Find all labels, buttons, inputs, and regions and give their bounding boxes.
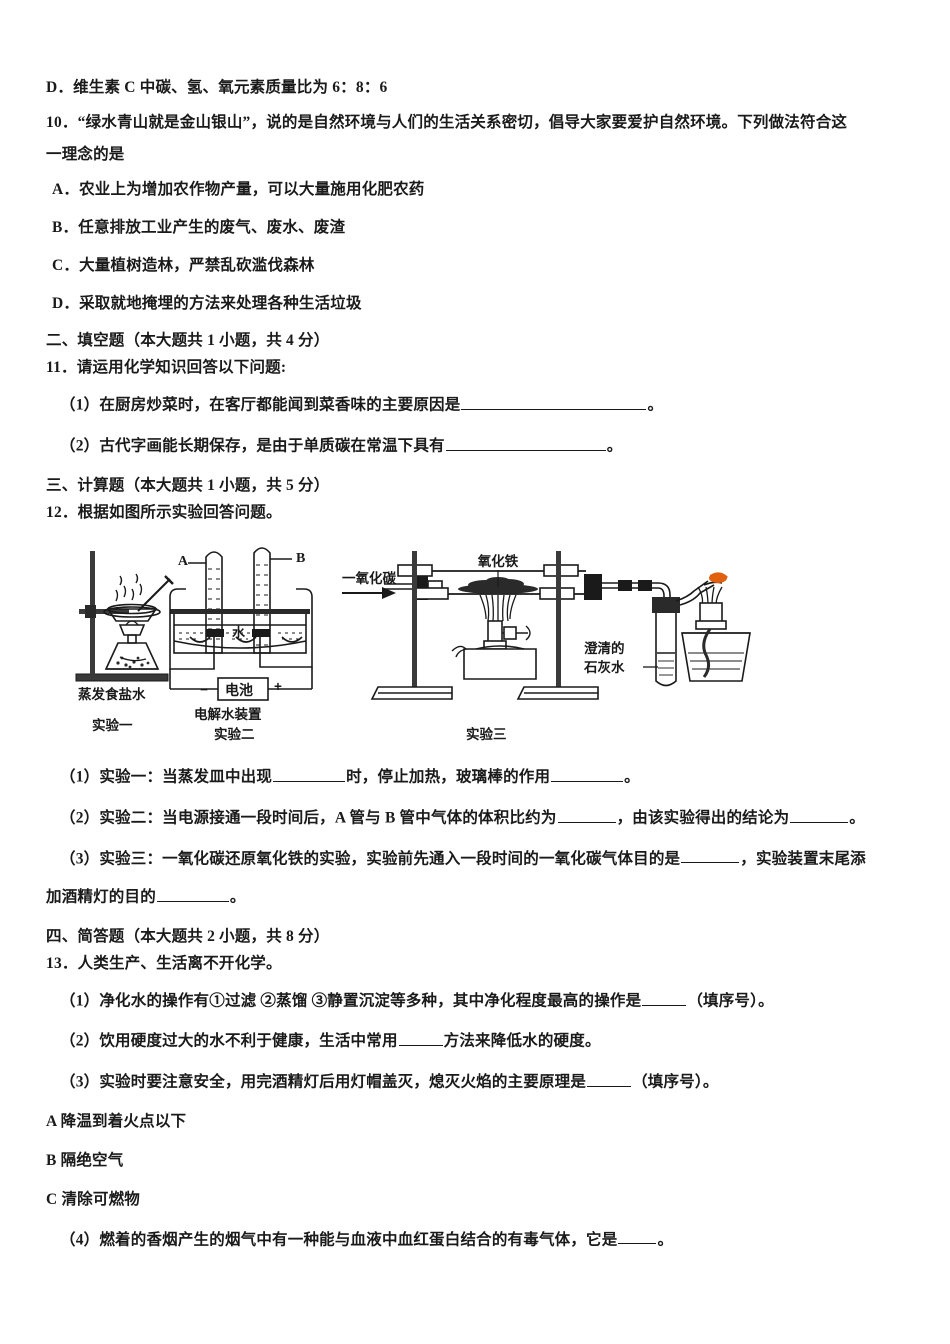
question-13-choice-a: A 降温到着火点以下 xyxy=(46,1112,187,1130)
question-10-option-b: B．任意排放工业产生的废气、废水、废渣 xyxy=(52,218,346,236)
section-2-header: 二、填空题（本大题共 1 小题，共 4 分） xyxy=(46,332,330,350)
question-12-sub-3-text-a: （3）实验三：一氧化碳还原氧化铁的实验，实验前先通入一段时间的一氧化碳气体目的是 xyxy=(60,850,681,868)
question-13-sub-1: （1）净化水的操作有①过滤 ②蒸馏 ③静置沉淀等多种，其中净化程度最高的操作是 （… xyxy=(46,990,918,1013)
question-13-sub-1-text-b: （填序号）。 xyxy=(687,992,774,1010)
question-11-sub-2-period: 。 xyxy=(606,437,623,455)
experiment-figure: 蒸发食盐水 实验一 xyxy=(46,541,918,756)
question-11-sub-1: （1）在厨房炒菜时，在客厅都能闻到菜香味的主要原因是 。 xyxy=(46,394,918,417)
exp3-limewater-label-2: 石灰水 xyxy=(583,659,625,675)
answer-blank[interactable] xyxy=(681,848,740,864)
exp3-flame xyxy=(709,572,728,584)
question-13-sub-1-text-a: （1）净化水的操作有①过滤 ②蒸馏 ③静置沉淀等多种，其中净化程度最高的操作是 xyxy=(60,992,642,1010)
question-11-sub-1-period: 。 xyxy=(647,397,664,415)
exp3-inlet-label: 一氧化碳 xyxy=(342,570,396,586)
question-12-sub-1: （1）实验一：当蒸发皿中出现 时，停止加热，玻璃棒的作用 。 xyxy=(46,766,918,789)
answer-blank[interactable] xyxy=(551,766,624,783)
answer-blank[interactable] xyxy=(618,1229,657,1245)
exp2-minus-label: − xyxy=(200,682,208,697)
question-13-sub-4-text-a: （4）燃着的香烟产生的烟气中有一种能与血液中血红蛋白结合的有毒气体，它是 xyxy=(60,1231,618,1249)
exp2-tube-a-label: A xyxy=(178,554,189,569)
answer-blank[interactable] xyxy=(587,1071,632,1087)
question-10-stem-line2: 一理念的是 xyxy=(46,145,125,163)
answer-blank[interactable] xyxy=(156,886,229,903)
exp2-caption: 实验二 xyxy=(214,726,255,742)
exp3-apparatus xyxy=(342,551,751,701)
exp2-plus-label: + xyxy=(274,679,282,694)
question-12-sub-2: （2）实验二：当电源接通一段时间后，A 管与 B 管中气体的体积比约为 ，由该实验… xyxy=(46,807,918,830)
question-12-sub-1-text-b: 时，停止加热，玻璃棒的作用 xyxy=(346,769,551,787)
exp2-battery-label: 电池 xyxy=(225,682,253,698)
answer-blank[interactable] xyxy=(642,990,687,1006)
answer-blank[interactable] xyxy=(461,394,647,411)
exp1-caption: 实验一 xyxy=(92,717,133,733)
exp2-water-label: 水 xyxy=(232,625,246,640)
question-12-sub-2-text-b: ，由该实验得出的结论为 xyxy=(616,809,790,827)
question-13-choice-c: C 清除可燃物 xyxy=(46,1190,140,1208)
question-13-stem: 13．人类生产、生活离不开化学。 xyxy=(46,954,282,972)
exp2-tube-b-label: B xyxy=(296,551,305,566)
question-13-sub-3: （3）实验时要注意安全，用完酒精灯后用灯帽盖灭，熄灭火焰的主要原理是 （填序号）。 xyxy=(46,1071,918,1094)
page-content: D．维生素 C 中碳、氢、氧元素质量比为 6：8：6 10．“绿水青山就是金山银… xyxy=(46,78,918,1269)
question-13-sub-3-text-b: （填序号）。 xyxy=(632,1073,719,1091)
exp1-device-label: 蒸发食盐水 xyxy=(78,686,146,702)
section-3-header: 三、计算题（本大题共 1 小题，共 5 分） xyxy=(46,476,330,494)
question-13-sub-2-text-b: 方法来降低水的硬度。 xyxy=(443,1033,601,1051)
question-12-sub-3-text-b: ，实验装置末尾添 xyxy=(740,850,866,868)
question-12-sub-1-period: 。 xyxy=(624,769,640,787)
answer-blank[interactable] xyxy=(790,807,849,823)
question-11-sub-2: （2）古代字画能长期保存，是由于单质碳在常温下具有 。 xyxy=(46,435,918,458)
question-13-sub-4: （4）燃着的香烟产生的烟气中有一种能与血液中血红蛋白结合的有毒气体，它是 。 xyxy=(46,1229,918,1252)
question-9-option-d: D．维生素 C 中碳、氢、氧元素质量比为 6：8：6 xyxy=(46,79,388,96)
question-10-option-d: D．采取就地掩埋的方法来处理各种生活垃圾 xyxy=(52,294,362,312)
question-12-sub-2-text-a: （2）实验二：当电源接通一段时间后，A 管与 B 管中气体的体积比约为 xyxy=(60,809,557,827)
question-12-sub-3-line1: （3）实验三：一氧化碳还原氧化铁的实验，实验前先通入一段时间的一氧化碳气体目的是… xyxy=(46,848,918,871)
answer-blank[interactable] xyxy=(445,435,606,451)
question-13-sub-2-text-a: （2）饮用硬度过大的水不利于健康，生活中常用 xyxy=(60,1033,398,1051)
answer-blank[interactable] xyxy=(557,807,616,823)
question-10-option-a: A．农业上为增加农作物产量，可以大量施用化肥农药 xyxy=(52,180,425,198)
question-13-choice-b: B 隔绝空气 xyxy=(46,1151,124,1169)
question-13-sub-3-text-a: （3）实验时要注意安全，用完酒精灯后用灯帽盖灭，熄灭火焰的主要原理是 xyxy=(60,1073,587,1091)
question-10-option-c: C．大量植树造林，严禁乱砍滥伐森林 xyxy=(52,256,315,274)
question-12-sub-3-line2: 加酒精灯的目的 。 xyxy=(46,886,918,909)
exp3-limewater-label-1: 澄清的 xyxy=(584,640,625,656)
question-11-sub-2-text: （2）古代字画能长期保存，是由于单质碳在常温下具有 xyxy=(60,437,445,455)
question-12-stem: 12．根据如图所示实验回答问题。 xyxy=(46,503,282,521)
question-13-sub-4-period: 。 xyxy=(657,1231,674,1249)
question-11-sub-1-text: （1）在厨房炒菜时，在客厅都能闻到菜香味的主要原因是 xyxy=(60,397,461,415)
question-10-stem-line1: 10．“绿水青山就是金山银山”，说的是自然环境与人们的生活关系密切，倡导大家要爱… xyxy=(46,113,848,131)
answer-blank[interactable] xyxy=(273,766,346,783)
question-11-stem: 11．请运用化学知识回答以下问题: xyxy=(46,359,287,377)
question-13-sub-2: （2）饮用硬度过大的水不利于健康，生活中常用 方法来降低水的硬度。 xyxy=(46,1030,918,1053)
question-12-sub-1-text-a: （1）实验一：当蒸发皿中出现 xyxy=(60,769,273,787)
exp1-apparatus xyxy=(75,551,174,682)
exp3-iron-oxide-label: 氧化铁 xyxy=(477,553,519,569)
answer-blank[interactable] xyxy=(398,1030,443,1047)
section-4-header: 四、简答题（本大题共 2 小题，共 8 分） xyxy=(46,927,330,945)
question-12-sub-3-period: 。 xyxy=(229,889,246,907)
exp2-apparatus xyxy=(169,547,313,702)
exp2-device-label: 电解水装置 xyxy=(194,706,262,722)
question-12-sub-3-text-c: 加酒精灯的目的 xyxy=(46,889,156,907)
question-12-sub-2-period: 。 xyxy=(849,809,865,827)
exp3-caption: 实验三 xyxy=(466,726,507,742)
